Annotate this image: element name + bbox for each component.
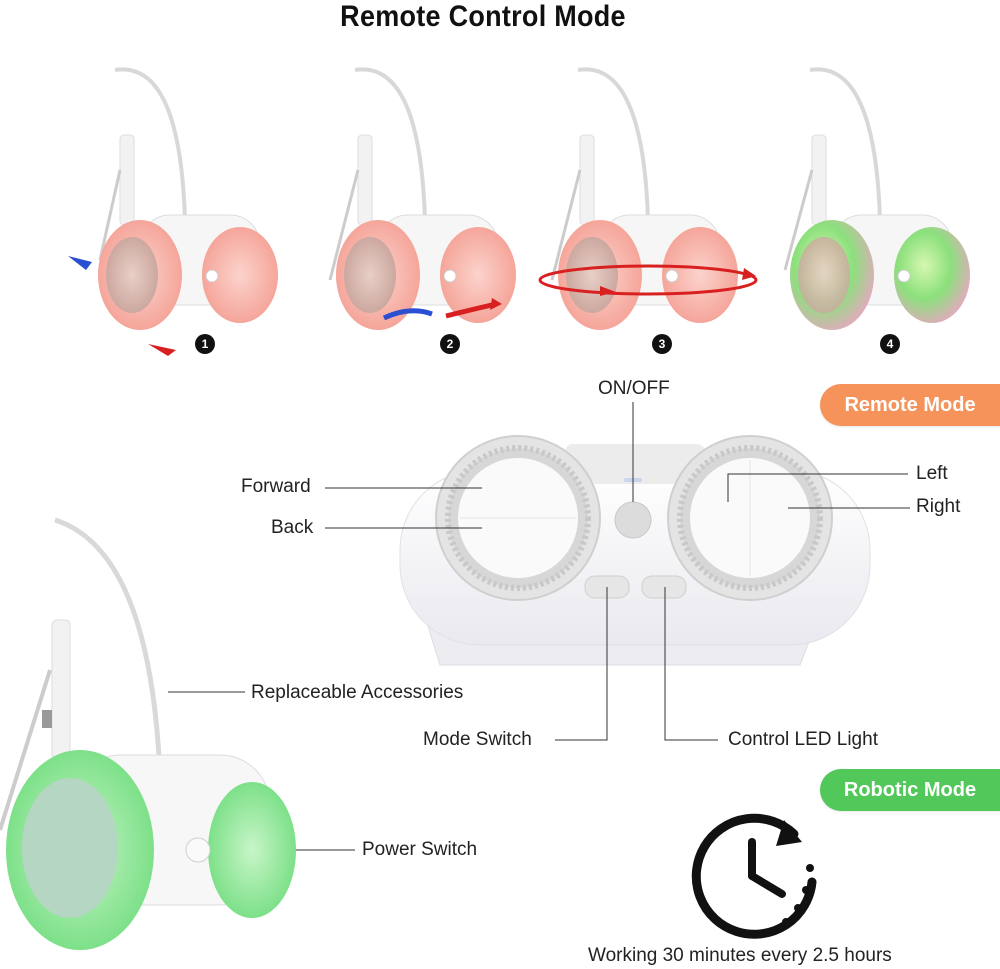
forward-label: Forward xyxy=(241,476,311,497)
mode-switch-label: Mode Switch xyxy=(423,729,532,750)
step-number-2: 2 xyxy=(440,334,460,354)
right-label: Right xyxy=(916,496,961,517)
step-number-4: 4 xyxy=(880,334,900,354)
control-led-label: Control LED Light xyxy=(728,729,878,750)
left-label: Left xyxy=(916,463,948,484)
back-label: Back xyxy=(271,517,314,538)
clock-rotate-icon xyxy=(691,813,817,939)
on-off-button[interactable] xyxy=(614,501,652,539)
robotic-toy-illustration xyxy=(0,517,296,950)
leader-lines xyxy=(168,402,910,851)
remote-mode-badge: Remote Mode xyxy=(820,384,1000,426)
on-off-label: ON/OFF xyxy=(598,378,670,399)
robotic-mode-badge: Robotic Mode xyxy=(820,769,1000,811)
power-switch-label: Power Switch xyxy=(362,839,478,860)
working-time-label: Working 30 minutes every 2.5 hours xyxy=(588,945,892,966)
step-number-3: 3 xyxy=(652,334,672,354)
control-led-light xyxy=(641,575,687,599)
page-title: Remote Control Mode xyxy=(340,0,626,33)
toy-step-2 xyxy=(328,67,516,330)
left-joystick[interactable] xyxy=(435,435,601,601)
toy-step-4 xyxy=(783,67,970,330)
toy-step-1 xyxy=(68,67,278,356)
toy-steps-illustration xyxy=(68,67,970,356)
power-switch[interactable] xyxy=(185,837,211,863)
step-number-1: 1 xyxy=(195,334,215,354)
right-joystick[interactable] xyxy=(667,435,833,601)
accessories-label: Replaceable Accessories xyxy=(251,682,464,703)
toy-step-3 xyxy=(538,67,758,330)
